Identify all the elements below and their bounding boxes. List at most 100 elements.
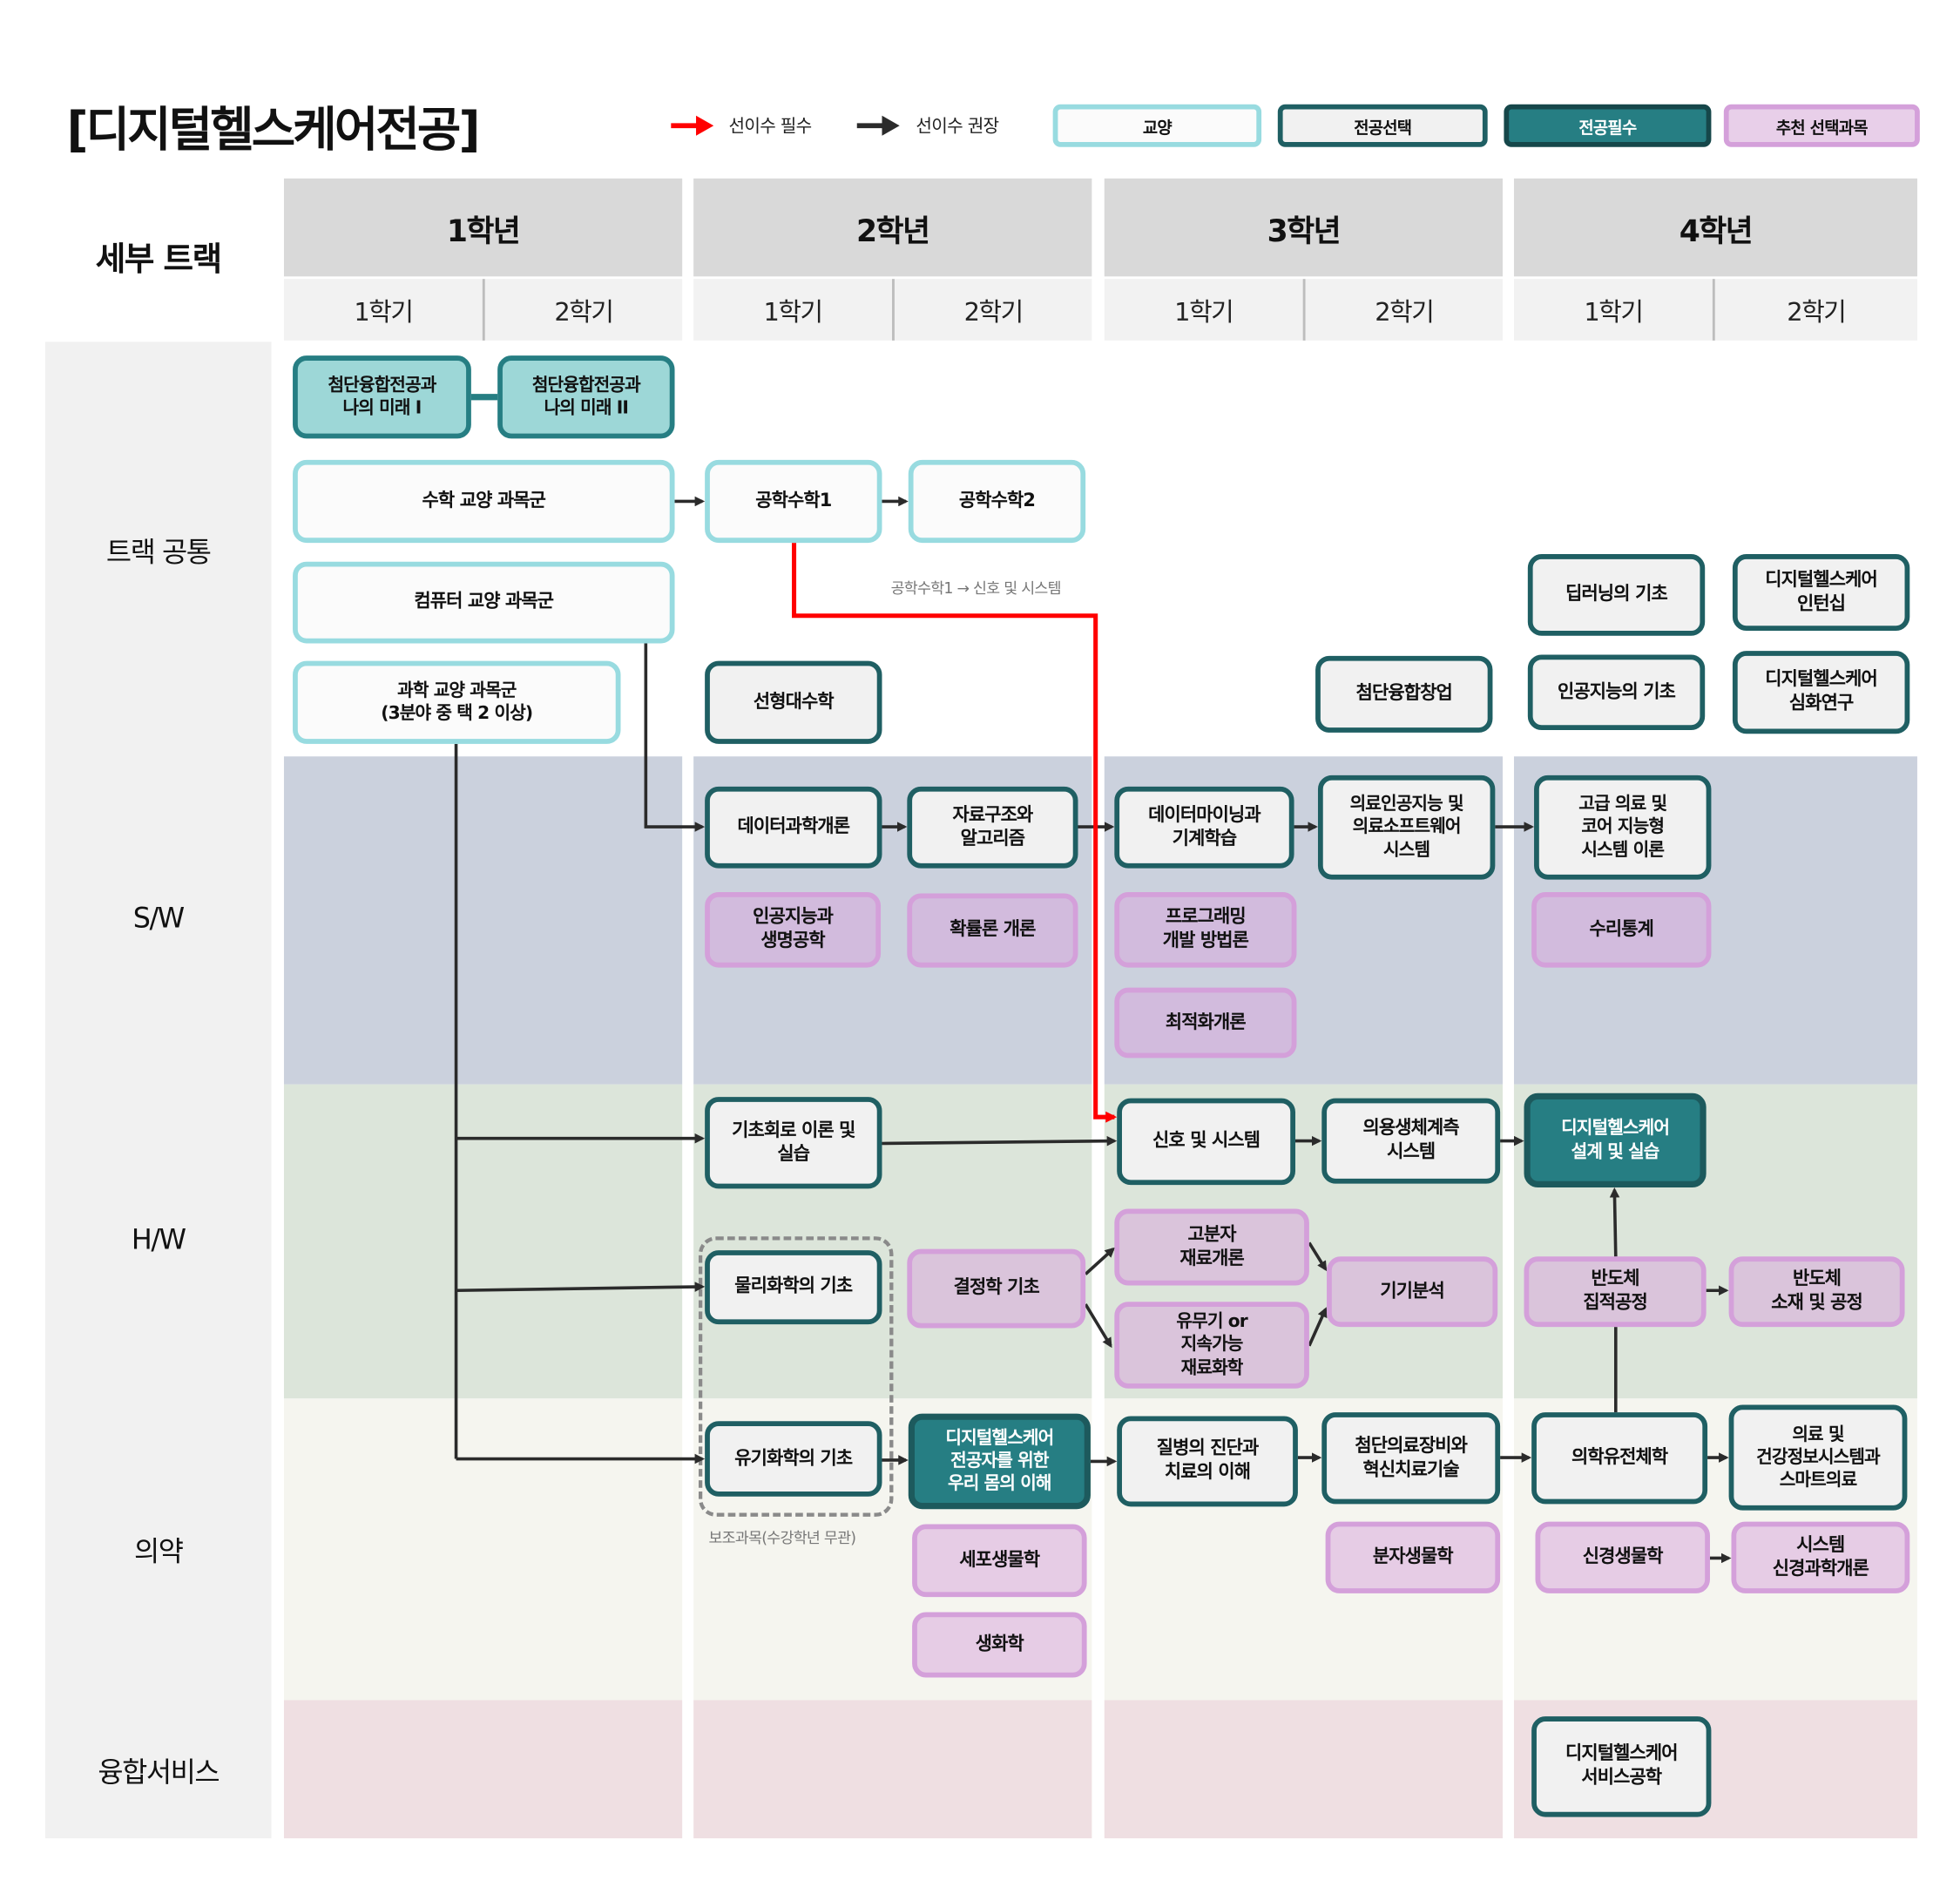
semester-header: 2학기 [1714, 279, 1917, 341]
course-label: 수리통계 [1589, 919, 1654, 940]
course-sysneuro[interactable]: 시스템 신경과학개론 [1731, 1521, 1910, 1593]
course-label: 의료 및 건강정보시스템과 스마트의료 [1756, 1424, 1881, 1491]
course-signal[interactable]: 신호 및 시스템 [1117, 1098, 1296, 1186]
course-label: 의용생체계측 시스템 [1362, 1118, 1460, 1163]
course-cellbio[interactable]: 세포생물학 [912, 1524, 1087, 1598]
legend-general: 교양 [1052, 104, 1262, 147]
course-label: 인공지능과 생명공학 [753, 907, 834, 951]
year-header-3: 3학년 [1104, 178, 1503, 277]
course-linalg[interactable]: 선형대수학 [705, 660, 882, 744]
course-label: 공학수학2 [958, 490, 1036, 511]
course-comp_ge[interactable]: 컴퓨터 교양 과목군 [293, 561, 675, 644]
course-adv[interactable]: 고급 의료 및 코어 지능형 시스템 이론 [1534, 775, 1712, 880]
course-label: 데이터마이닝과 기계학습 [1148, 805, 1261, 849]
course-label: 첨단융합전공과 나의 미래 II [531, 375, 641, 419]
course-prog[interactable]: 프로그래밍 개발 방법론 [1114, 892, 1297, 968]
course-label: 신경생물학 [1582, 1546, 1664, 1567]
course-label: 기초회로 이론 및 실습 [732, 1120, 855, 1165]
course-label: 의학유전체학 [1571, 1447, 1668, 1468]
course-label: 딥러닝의 기초 [1565, 584, 1668, 605]
course-label: 과학 교양 과목군 (3분야 중 택 2 이상) [381, 680, 533, 724]
semester-header: 1학기 [1104, 279, 1303, 341]
course-inorg[interactable]: 유무기 or 지속가능 재료화학 [1114, 1302, 1309, 1389]
course-service[interactable]: 디지털헬스케어 서비스공학 [1531, 1716, 1712, 1817]
track-header: 세부 트랙 [95, 240, 222, 280]
legend-elective: 전공선택 [1277, 104, 1488, 147]
track-label-service: 융합서비스 [98, 1757, 220, 1789]
course-em2[interactable]: 공학수학2 [908, 459, 1086, 544]
year-header-1: 1학년 [283, 178, 683, 277]
semester-header: 1학기 [693, 279, 893, 341]
semester-header: 2학기 [484, 279, 683, 341]
course-aibio[interactable]: 인공지능과 생명공학 [705, 892, 882, 968]
course-label: 디지털헬스케어 설계 및 실습 [1561, 1119, 1670, 1162]
course-em1[interactable]: 공학수학1 [705, 459, 882, 544]
course-fut1[interactable]: 첨단융합전공과 나의 미래 I [293, 355, 471, 439]
course-dm[interactable]: 데이터마이닝과 기계학습 [1114, 786, 1294, 869]
course-dsa[interactable]: 자료구조와 알고리즘 [907, 786, 1078, 869]
course-dl[interactable]: 딥러닝의 기초 [1527, 554, 1706, 636]
course-disease[interactable]: 질병의 진단과 치료의 이해 [1117, 1416, 1298, 1507]
course-hinfo[interactable]: 의료 및 건강정보시스템과 스마트의료 [1728, 1404, 1908, 1511]
course-label: 첨단융합전공과 나의 미래 I [328, 375, 436, 419]
course-equip[interactable]: 첨단의료장비와 혁신치료기술 [1321, 1412, 1501, 1505]
track-label-common: 트랙 공통 [105, 538, 212, 570]
course-label: 디지털헬스케어 전공자를 위한 우리 몸의 이해 [945, 1428, 1054, 1495]
track-label-column [44, 342, 272, 1839]
course-polymer[interactable]: 고분자 재료개론 [1114, 1208, 1309, 1286]
course-semi2[interactable]: 반도체 소재 및 공정 [1728, 1256, 1905, 1328]
course-label: 고분자 재료개론 [1179, 1224, 1244, 1269]
course-label: 유기화학의 기초 [734, 1448, 853, 1469]
course-label: 인공지능의 기초 [1557, 681, 1676, 702]
course-label: 기기분석 [1380, 1281, 1444, 1302]
course-instr[interactable]: 기기분석 [1327, 1256, 1498, 1328]
course-math_ge[interactable]: 수학 교양 과목군 [293, 459, 675, 544]
course-label: 세포생물학 [959, 1550, 1040, 1571]
course-intern[interactable]: 디지털헬스케어 인턴십 [1732, 554, 1910, 632]
band-sw [283, 756, 683, 1085]
course-label: 의료인공지능 및 의료소프트웨어 시스템 [1349, 794, 1464, 861]
course-opt[interactable]: 최적화개론 [1114, 987, 1297, 1059]
course-mstat[interactable]: 수리통계 [1531, 892, 1712, 968]
course-circuit[interactable]: 기초회로 이론 및 실습 [705, 1097, 882, 1189]
semester-divider [482, 279, 485, 341]
semester-header: 2학기 [894, 279, 1092, 341]
course-startup[interactable]: 첨단융합창업 [1315, 655, 1493, 733]
course-prob[interactable]: 확률론 개론 [907, 893, 1078, 968]
course-biochem[interactable]: 생화학 [912, 1612, 1087, 1678]
course-label: 분자생물학 [1372, 1546, 1454, 1567]
course-physchem[interactable]: 물리화학의 기초 [705, 1250, 882, 1325]
course-label: 반도체 소재 및 공정 [1771, 1268, 1863, 1314]
course-label: 자료구조와 알고리즘 [952, 805, 1033, 849]
course-orgchem[interactable]: 유기화학의 기초 [705, 1421, 882, 1497]
course-fut2[interactable]: 첨단융합전공과 나의 미래 II [497, 355, 675, 439]
course-ai[interactable]: 인공지능의 기초 [1527, 654, 1706, 730]
course-biomeas[interactable]: 의용생체계측 시스템 [1321, 1098, 1501, 1184]
track-label-pharma: 의약 [133, 1536, 184, 1568]
course-label: 결정학 기초 [953, 1277, 1040, 1299]
legend-recommended-course: 추천 선택과목 [1723, 104, 1920, 147]
band-service [693, 1700, 1092, 1839]
course-label: 디지털헬스케어 서비스공학 [1565, 1744, 1679, 1789]
course-sci_ge[interactable]: 과학 교양 과목군 (3분야 중 택 2 이상) [293, 660, 621, 744]
aux-course-note: 보조과목(수강학년 무관) [708, 1529, 856, 1547]
course-semi1[interactable]: 반도체 집적공정 [1524, 1256, 1707, 1328]
course-neurobio[interactable]: 신경생물학 [1535, 1521, 1710, 1593]
course-molbio[interactable]: 분자생물학 [1325, 1521, 1501, 1593]
course-label: 첨단의료장비와 혁신치료기술 [1355, 1436, 1468, 1480]
course-cryst[interactable]: 결정학 기초 [907, 1248, 1086, 1329]
course-ds[interactable]: 데이터과학개론 [705, 786, 882, 869]
course-body[interactable]: 디지털헬스케어 전공자를 위한 우리 몸의 이해 [908, 1413, 1091, 1510]
course-design[interactable]: 디지털헬스케어 설계 및 실습 [1524, 1092, 1707, 1187]
course-label: 생화학 [975, 1634, 1024, 1654]
course-label: 시스템 신경과학개론 [1772, 1534, 1869, 1579]
legend-recommended-course-label: 추천 선택과목 [1775, 118, 1869, 138]
course-genomics[interactable]: 의학유전체학 [1531, 1412, 1708, 1505]
course-label: 디지털헬스케어 심화연구 [1765, 669, 1878, 714]
course-label: 수학 교양 과목군 [422, 490, 546, 511]
course-research[interactable]: 디지털헬스케어 심화연구 [1732, 651, 1910, 734]
course-label: 확률론 개론 [950, 919, 1036, 940]
course-medai[interactable]: 의료인공지능 및 의료소프트웨어 시스템 [1317, 775, 1496, 880]
semester-divider [1302, 279, 1306, 341]
